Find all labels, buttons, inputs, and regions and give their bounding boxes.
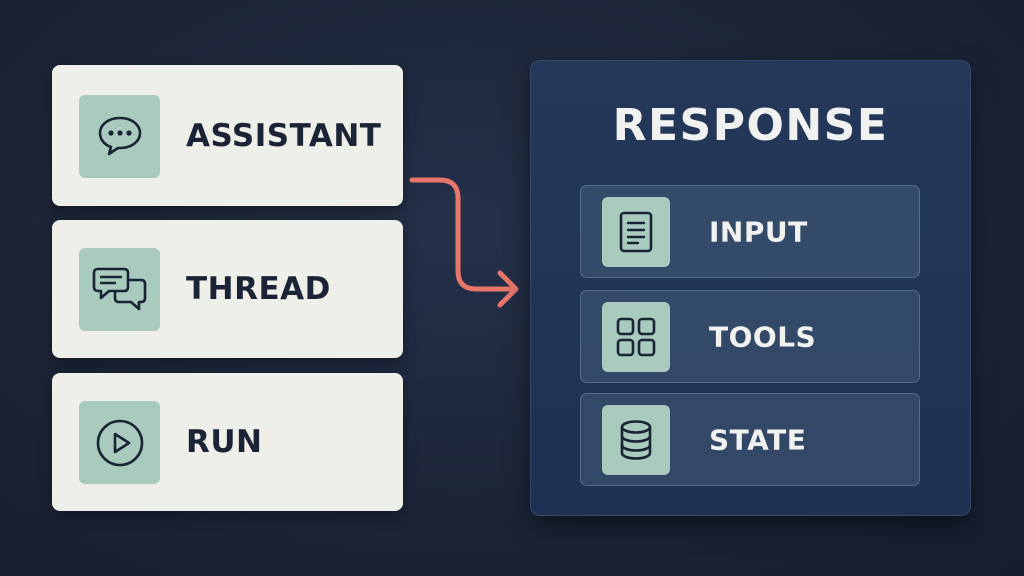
card-label-run: RUN bbox=[186, 424, 263, 460]
play-circle-icon bbox=[79, 401, 160, 484]
two-chat-bubbles-icon bbox=[79, 248, 160, 331]
card-assistant: ASSISTANT bbox=[52, 65, 403, 206]
response-title: RESPONSE bbox=[612, 100, 889, 151]
card-label-thread: THREAD bbox=[186, 271, 331, 307]
grid-icon bbox=[602, 301, 670, 372]
response-item-label-input: INPUT bbox=[709, 215, 808, 248]
chat-bubble-dots-icon bbox=[79, 94, 160, 178]
response-item-input: INPUT bbox=[580, 185, 920, 278]
document-lines-icon bbox=[602, 196, 670, 267]
card-run: RUN bbox=[52, 373, 403, 511]
database-icon bbox=[602, 404, 670, 475]
response-item-tools: TOOLS bbox=[580, 290, 920, 383]
response-item-state: STATE bbox=[580, 393, 920, 486]
response-item-label-tools: TOOLS bbox=[709, 320, 817, 353]
card-thread: THREAD bbox=[52, 220, 403, 358]
response-item-label-state: STATE bbox=[709, 423, 807, 456]
card-label-assistant: ASSISTANT bbox=[186, 117, 382, 154]
